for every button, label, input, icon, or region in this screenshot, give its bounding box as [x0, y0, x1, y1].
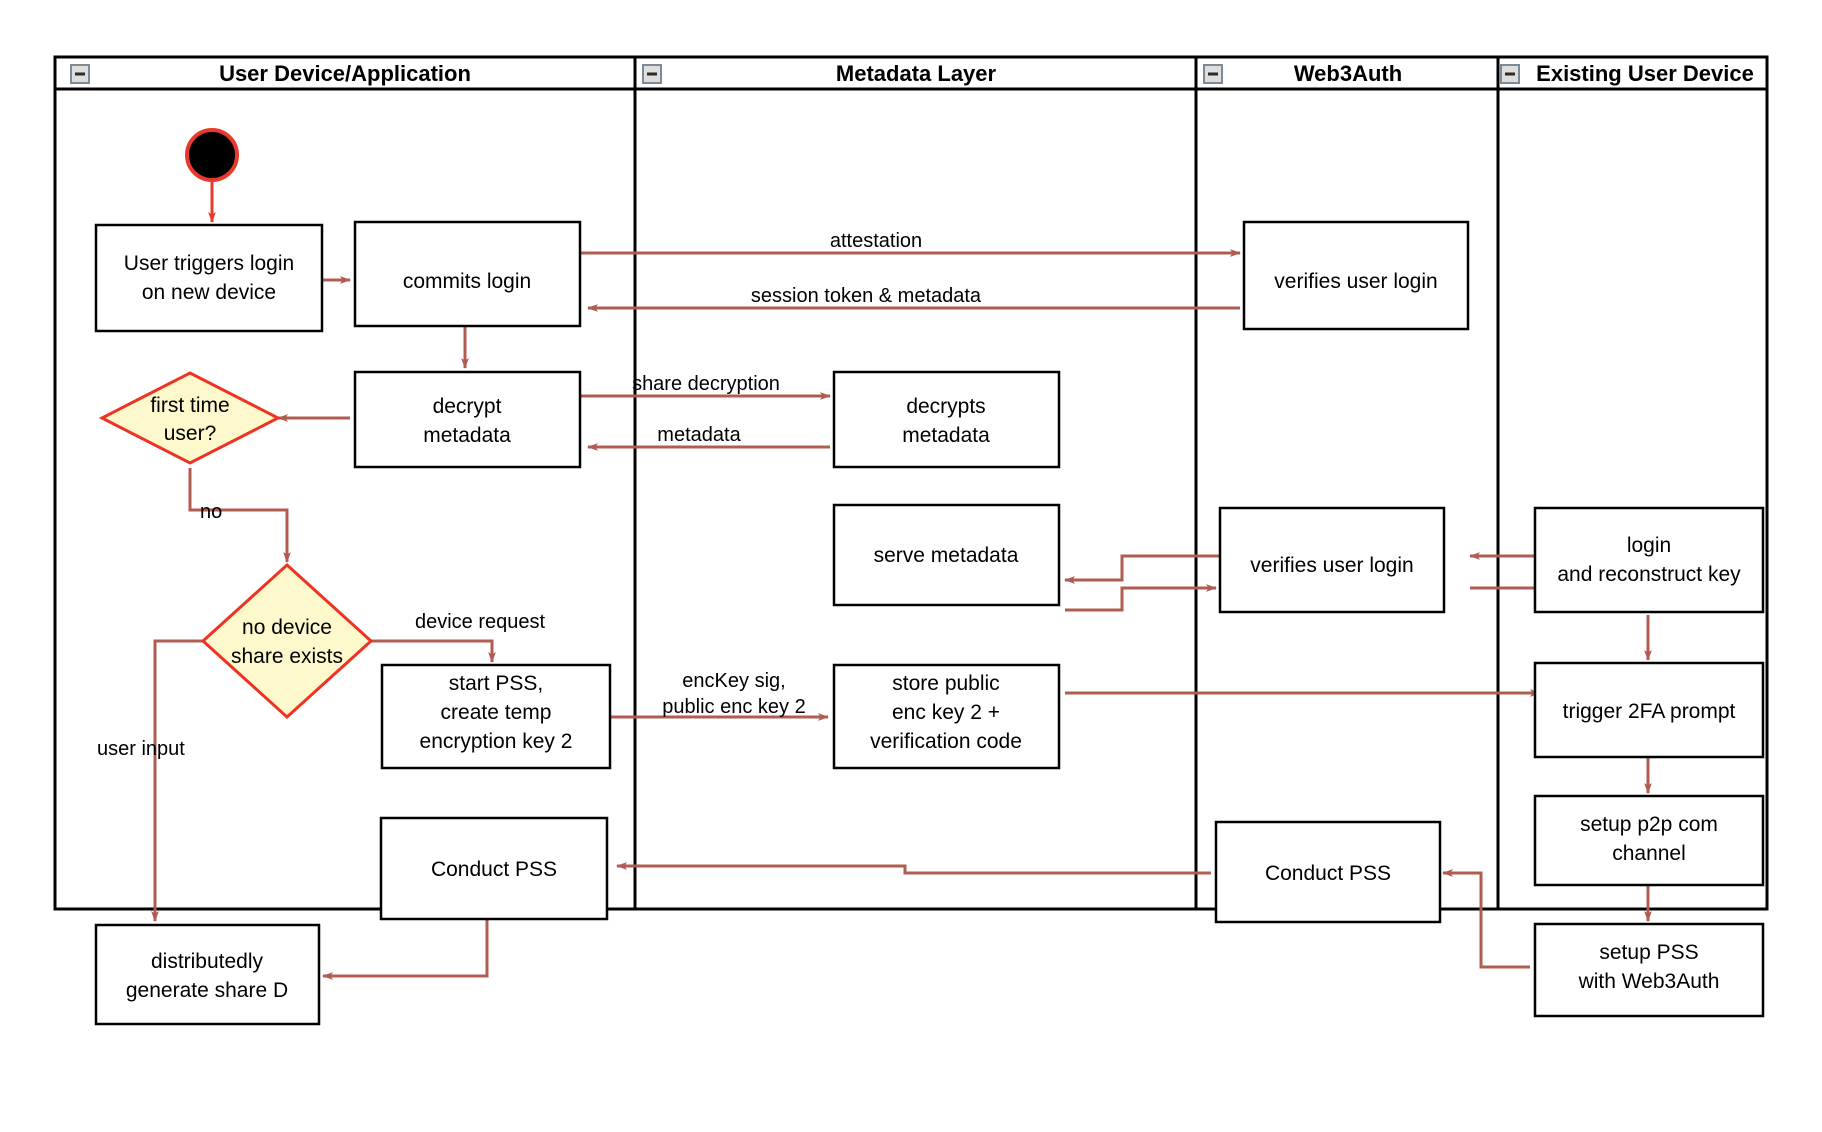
node-commits-login[interactable]: commits login: [353, 220, 582, 328]
edge-label-attestation: attestation: [830, 230, 922, 252]
edge-verifies-2-to-serve-metadata: [1064, 554, 1224, 584]
minus-icon[interactable]: [70, 64, 90, 84]
node-label-line-0: setup p2p com: [1580, 813, 1718, 836]
lane-header-label: User Device/Application: [219, 61, 471, 86]
edge-setup-pss-to-conduct-pss-web3auth: [1442, 869, 1530, 969]
node-label-line-2: verification code: [870, 730, 1022, 753]
edge-serve-metadata-to-verifies-2: [1065, 584, 1217, 612]
node-label-line-0: Conduct PSS: [1265, 862, 1391, 885]
node-trigger-2fa-prompt[interactable]: trigger 2FA prompt: [1533, 661, 1765, 759]
node-label-line-1: channel: [1612, 842, 1686, 865]
node-label-line-1: and reconstruct key: [1557, 563, 1741, 586]
node-label-line-1: with Web3Auth: [1578, 970, 1720, 993]
node-label-line-0: start PSS,: [449, 672, 544, 695]
node-user-triggers-login[interactable]: User triggers login on new device: [94, 223, 324, 333]
node-label-line-1: enc key 2 +: [892, 701, 1000, 724]
node-first-time-user[interactable]: first time user?: [98, 371, 282, 465]
node-no-device-share-exists[interactable]: no device share exists: [200, 562, 374, 720]
lane-header-label: Existing User Device: [1536, 61, 1754, 86]
node-decrypts-metadata[interactable]: decrypts metadata: [832, 370, 1061, 469]
decision-label-line-0: first time: [150, 394, 229, 417]
node-setup-p2p-com-channel[interactable]: setup p2p com channel: [1533, 794, 1765, 887]
node-label-line-0: commits login: [403, 270, 531, 293]
lane-header-web3auth[interactable]: Web3Auth: [1203, 61, 1402, 86]
node-distributedly-generate-share-d[interactable]: distributedly generate share D: [94, 923, 321, 1026]
decision-label-line-1: user?: [164, 422, 217, 445]
node-login-reconstruct-key[interactable]: login and reconstruct key: [1533, 506, 1765, 614]
node-label-line-1: create temp: [441, 701, 552, 724]
edge-conduct-pss-web3auth-to-user: [616, 862, 1211, 875]
node-serve-metadata[interactable]: serve metadata: [832, 503, 1061, 607]
node-label-line-0: trigger 2FA prompt: [1563, 700, 1736, 723]
edge-label-device-request: device request: [415, 611, 546, 633]
edge-label-session-token: session token & metadata: [751, 285, 982, 307]
node-label-line-0: verifies user login: [1250, 554, 1413, 577]
lane-header-existing-device[interactable]: Existing User Device: [1500, 61, 1754, 86]
node-label-line-0: decrypt: [433, 395, 502, 418]
minus-icon[interactable]: [1203, 64, 1223, 84]
edge-label-share-decryption: share decryption: [632, 373, 780, 395]
edge-label-metadata: metadata: [657, 424, 741, 446]
lane-header-user-device[interactable]: User Device/Application: [70, 61, 471, 86]
node-label-line-1: metadata: [423, 424, 511, 447]
edge-label-enckey-sig-line1: encKey sig,: [682, 670, 785, 692]
decision-label-line-0: no device: [242, 616, 332, 639]
node-label-line-1: on new device: [142, 281, 276, 304]
node-start-pss[interactable]: start PSS, create temp encryption key 2: [380, 663, 612, 770]
lane-header-label: Metadata Layer: [836, 61, 997, 86]
node-label-line-2: encryption key 2: [420, 730, 573, 753]
lane-header-label: Web3Auth: [1294, 61, 1402, 86]
edge-conduct-pss-to-generate-share-d: [322, 919, 489, 980]
lane-header-metadata[interactable]: Metadata Layer: [642, 61, 997, 86]
node-label-line-1: generate share D: [126, 979, 288, 1002]
node-label-line-1: metadata: [902, 424, 990, 447]
node-label-line-0: login: [1627, 534, 1671, 557]
swimlane-frame: [53, 55, 1769, 911]
edge-label-no: no: [200, 501, 222, 523]
node-verifies-user-login-1[interactable]: verifies user login: [1242, 220, 1470, 331]
node-label-line-0: setup PSS: [1599, 941, 1698, 964]
node-label-line-0: verifies user login: [1274, 270, 1437, 293]
edge-label-enckey-sig-line2: public enc key 2: [662, 696, 805, 718]
node-conduct-pss-user[interactable]: Conduct PSS: [379, 816, 609, 921]
node-label-line-0: Conduct PSS: [431, 858, 557, 881]
decision-label-line-1: share exists: [231, 645, 343, 668]
node-store-public-enc-key[interactable]: store public enc key 2 + verification co…: [832, 663, 1061, 770]
node-conduct-pss-web3auth[interactable]: Conduct PSS: [1214, 820, 1442, 924]
node-decrypt-metadata[interactable]: decrypt metadata: [353, 370, 582, 469]
edge-first-time-user-no: [188, 468, 291, 563]
node-label-line-0: decrypts: [906, 395, 985, 418]
edge-no-device-share-user-input: [151, 639, 203, 922]
node-label-line-0: store public: [892, 672, 999, 695]
swimlane-outer-border: [53, 55, 1769, 911]
node-label-line-0: distributedly: [151, 950, 264, 973]
node-label-line-0: User triggers login: [124, 252, 294, 275]
edge-no-device-share-to-start-pss: [371, 639, 496, 663]
minus-icon[interactable]: [1500, 64, 1520, 84]
node-label-line-0: serve metadata: [874, 544, 1019, 567]
node-verifies-user-login-2[interactable]: verifies user login: [1218, 506, 1446, 614]
minus-icon[interactable]: [642, 64, 662, 84]
node-setup-pss-with-web3auth[interactable]: setup PSS with Web3Auth: [1533, 922, 1765, 1018]
edge-label-user-input: user input: [97, 738, 185, 760]
start-node: [185, 128, 239, 182]
